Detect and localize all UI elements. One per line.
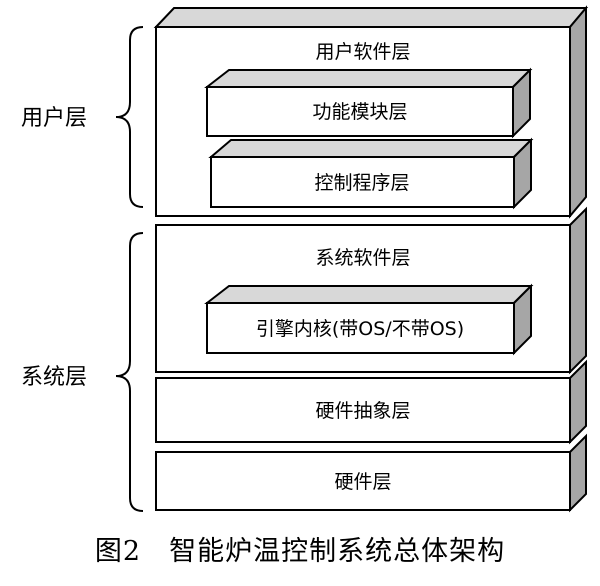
hardware-layer-face <box>155 451 571 511</box>
hardware-layer-side <box>569 433 587 513</box>
user-software-layer-label: 用户软件层 <box>315 41 410 63</box>
function-module-layer-top <box>204 69 533 88</box>
system-software-layer-side <box>569 206 587 375</box>
system-layer-group-label: 系统层 <box>21 365 87 390</box>
user-layer-brace <box>115 26 144 208</box>
hardware-abstraction-layer-side <box>569 359 587 445</box>
function-module-layer-face <box>206 86 514 137</box>
engine-kernel-layer-face <box>206 302 515 354</box>
function-module-layer-box: 功能模块层 <box>204 67 533 139</box>
hardware-abstraction-layer-label: 硬件抽象层 <box>315 400 410 422</box>
system-software-layer-label: 系统软件层 <box>315 247 410 269</box>
function-module-layer-label: 功能模块层 <box>312 101 407 123</box>
control-program-layer-label: 控制程序层 <box>314 172 409 194</box>
hardware-abstraction-layer-face <box>155 377 571 443</box>
control-program-layer-face <box>210 156 515 208</box>
hardware-abstraction-layer-box: 硬件抽象层 <box>155 359 587 445</box>
engine-kernel-layer-top <box>204 285 534 304</box>
control-program-layer-top <box>208 139 534 158</box>
engine-kernel-layer-label: 引擎内核(带OS/不带OS) <box>256 318 464 340</box>
control-program-layer-box: 控制程序层 <box>208 137 534 210</box>
figure-caption: 图2 智能炉温控制系统总体架构 <box>95 536 505 567</box>
user-layer-group-label: 用户层 <box>21 106 87 131</box>
hardware-layer-box: 硬件层 <box>155 433 587 513</box>
user-software-layer-top <box>153 7 589 28</box>
system-layer-brace <box>115 232 144 512</box>
user-software-layer-side <box>569 5 587 219</box>
engine-kernel-layer-box: 引擎内核(带OS/不带OS) <box>204 283 534 356</box>
hardware-layer-label: 硬件层 <box>334 471 391 493</box>
